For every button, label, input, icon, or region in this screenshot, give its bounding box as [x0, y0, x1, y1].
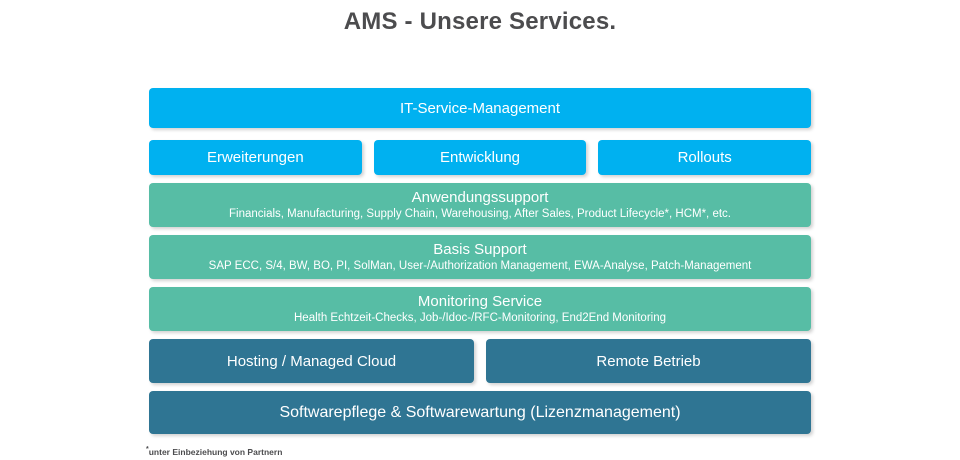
block-monitoring-service: Monitoring Service Health Echtzeit-Check… [149, 287, 811, 331]
block-entwicklung: Entwicklung [373, 140, 587, 175]
block-label: Hosting / Managed Cloud [226, 352, 397, 370]
block-title: Anwendungssupport [411, 189, 549, 206]
page-title: AMS - Unsere Services. [343, 8, 617, 35]
block-subtitle: Health Echtzeit-Checks, Job-/Idoc-/RFC-M… [294, 312, 666, 324]
block-label: IT-Service-Management [399, 99, 561, 117]
block-label: Erweiterungen [206, 149, 304, 166]
block-label: Entwicklung [439, 149, 521, 166]
block-label: Rollouts [677, 149, 732, 166]
footnote-text: unter Einbeziehung von Partnern [148, 446, 283, 457]
block-it-service-management: IT-Service-Management [149, 88, 811, 128]
block-rollouts: Rollouts [598, 140, 812, 175]
block-title: Monitoring Service [417, 293, 543, 310]
block-basis-support: Basis Support SAP ECC, S/4, BW, BO, PI, … [149, 235, 811, 279]
block-label: Remote Betrieb [596, 352, 701, 370]
services-stack-diagram: IT-Service-Management Erweiterungen Entw… [149, 88, 812, 434]
row-level6: Hosting / Managed Cloud Remote Betrieb [149, 339, 811, 383]
block-softwarepflege: Softwarepflege & Softwarewartung (Lizenz… [149, 391, 811, 434]
footnote-asterisk: * [146, 446, 149, 453]
block-erweiterungen: Erweiterungen [149, 140, 362, 175]
block-title: Basis Support [433, 241, 527, 258]
block-subtitle: Financials, Manufacturing, Supply Chain,… [229, 208, 731, 220]
row-level2: Erweiterungen Entwicklung Rollouts [149, 140, 812, 175]
block-remote-betrieb: Remote Betrieb [486, 339, 811, 383]
block-hosting-managed-cloud: Hosting / Managed Cloud [149, 339, 474, 383]
block-label: Softwarepflege & Softwarewartung (Lizenz… [279, 403, 681, 421]
block-subtitle: SAP ECC, S/4, BW, BO, PI, SolMan, User-/… [208, 260, 752, 272]
block-anwendungssupport: Anwendungssupport Financials, Manufactur… [149, 183, 811, 227]
footnote: *unter Einbeziehung von Partnern [146, 446, 814, 457]
